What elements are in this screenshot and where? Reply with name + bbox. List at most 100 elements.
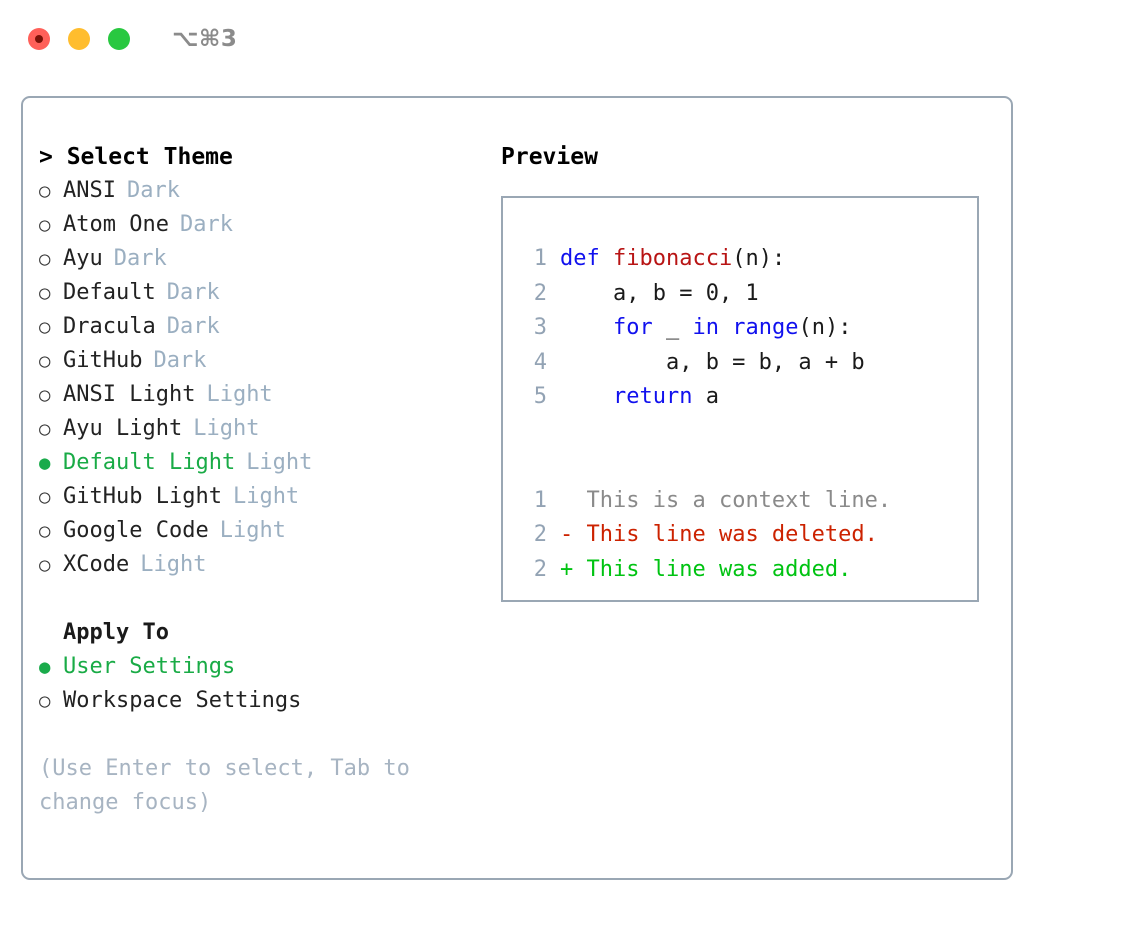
radio-unselected-icon: ○ [39,180,51,202]
radio-unselected-icon: ○ [39,418,51,440]
code-token-keyword: range [732,315,799,340]
theme-option-tag: Light [140,552,207,577]
theme-option-default-light[interactable]: ● Default Light Light [39,446,501,480]
code-token-plain: a [692,384,719,409]
diff-line: 2+ This line was added. [517,553,977,588]
theme-option-google-code[interactable]: ○ Google Code Light [39,514,501,548]
section-spacer [39,582,501,616]
theme-option-tag: Light [246,450,313,475]
radio-unselected-icon: ○ [39,520,51,542]
code-line-text: a, b = 0, 1 [560,277,759,312]
maximize-button[interactable] [108,28,130,50]
theme-option-xcode[interactable]: ○ XCode Light [39,548,501,582]
theme-option-tag: Light [206,382,273,407]
select-theme-heading: > Select Theme [39,144,233,170]
code-token-plain: (n): [798,315,852,340]
code-line: 5 return a [517,380,977,415]
theme-option-tag: Dark [179,212,233,237]
code-token-keyword: in [692,315,719,340]
theme-option-github[interactable]: ○ GitHub Dark [39,344,501,378]
code-line-number: 4 [533,349,547,375]
diff-line-number: 2 [533,556,547,582]
theme-option-label: Ayu Light [63,416,183,441]
theme-option-default[interactable]: ○ Default Dark [39,276,501,310]
theme-option-tag: Dark [126,178,180,203]
code-token-plain [560,315,613,340]
code-token-keyword: return [612,384,693,409]
code-token-plain [560,384,613,409]
code-line-text: def fibonacci(n): [560,242,785,277]
diff-line: 2- This line was deleted. [517,518,977,553]
radio-unselected-icon: ○ [39,282,51,304]
theme-option-tag: Dark [113,246,167,271]
code-token-plain: _ [652,315,693,340]
radio-unselected-icon: ○ [39,554,51,576]
theme-option-label: ANSI [63,178,116,203]
minimize-button[interactable] [68,28,90,50]
theme-option-ayu-light[interactable]: ○ Ayu Light Light [39,412,501,446]
diff-sample: 1 This is a context line.2- This line wa… [517,484,977,588]
title-bar: ⌥⌘3 [0,0,1140,78]
radio-unselected-icon: ○ [39,690,51,712]
theme-option-tag: Light [219,518,286,543]
code-line-number: 1 [533,246,547,271]
diff-line: 1 This is a context line. [517,484,977,519]
code-line-number: 5 [533,384,547,409]
code-token-function: fibonacci [612,246,733,271]
close-button[interactable] [28,28,50,50]
traffic-light-group [28,28,130,50]
radio-unselected-icon: ○ [39,248,51,270]
theme-option-label: Google Code [63,518,209,543]
diff-marker: - [560,522,587,547]
code-line: 1 def fibonacci(n): [517,242,977,277]
radio-selected-icon: ● [39,452,51,474]
theme-option-label: GitHub [63,348,143,373]
code-token-plain: (n): [732,246,786,271]
code-line: 2 a, b = 0, 1 [517,277,977,312]
code-line-text: return a [560,380,719,415]
diff-line-number: 2 [533,522,547,547]
theme-option-tag: Dark [166,280,220,305]
code-token-keyword: def [560,246,613,271]
keyboard-hint-text: (Use Enter to select, Tab to change focu… [39,756,424,815]
theme-option-ansi[interactable]: ○ ANSI Dark [39,174,501,208]
theme-option-label: Ayu [63,246,103,271]
code-line: 4 a, b = b, a + b [517,346,977,381]
apply-to-option-label: Workspace Settings [63,688,302,713]
radio-selected-icon: ● [39,656,51,678]
apply-to-option-label: User Settings [63,654,236,679]
preview-heading: Preview [501,144,598,170]
theme-option-label: XCode [63,552,130,577]
theme-option-label: Atom One [63,212,169,237]
apply-to-option-user-settings[interactable]: ● User Settings [39,650,501,684]
radio-unselected-icon: ○ [39,486,51,508]
apply-to-option-list[interactable]: ● User Settings ○ Workspace Settings [39,650,501,718]
theme-option-tag: Dark [153,348,207,373]
code-line-text: for _ in range(n): [560,311,851,346]
code-token-keyword: for [612,315,653,340]
apply-to-option-workspace-settings[interactable]: ○ Workspace Settings [39,684,501,718]
theme-option-label: Default Light [63,450,236,475]
theme-option-label: Dracula [63,314,156,339]
diff-line-text: This is a context line. [586,487,892,513]
theme-option-ayu[interactable]: ○ Ayu Dark [39,242,501,276]
theme-option-tag: Dark [166,314,220,339]
code-token-plain: a, b = b, a + b [560,349,865,375]
theme-option-tag: Light [193,416,260,441]
theme-option-label: Default [63,280,156,305]
radio-unselected-icon: ○ [39,350,51,372]
theme-option-label: GitHub Light [63,484,222,509]
diff-line-number: 1 [533,487,547,513]
code-line-number: 2 [533,280,547,306]
code-blank-line [517,415,977,450]
